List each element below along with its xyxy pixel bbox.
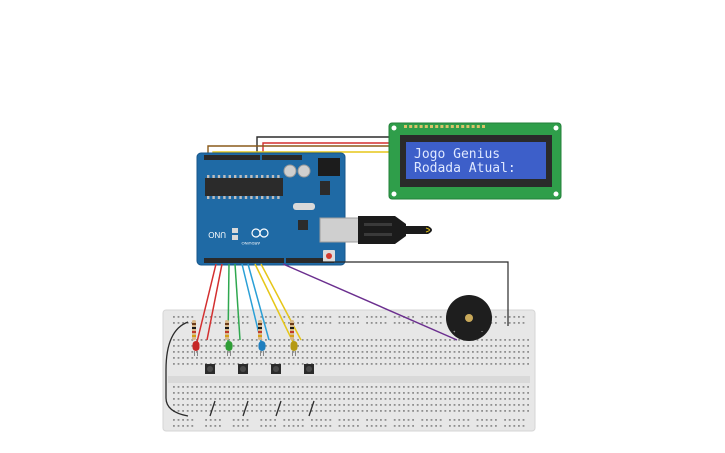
push-button-4[interactable] <box>304 364 314 374</box>
atmega-chip <box>205 178 283 196</box>
wire-purple-buzzer <box>282 263 458 341</box>
arduino-infinity-logo <box>251 228 269 238</box>
lcd-line-2: Rodada Atual: <box>414 161 516 176</box>
wire-red-1 <box>196 263 217 343</box>
resistor <box>290 320 294 340</box>
wire-blue-1 <box>241 263 262 343</box>
lcd-header-pins <box>404 125 485 128</box>
arduino-brand: ARDUINO <box>242 241 260 246</box>
led-wires <box>165 261 509 417</box>
button-jumpers <box>209 400 315 417</box>
wire-red-2 <box>206 263 223 341</box>
push-button-1[interactable] <box>205 364 215 374</box>
wire-black-lcd <box>256 136 392 158</box>
breadboard-holes <box>173 316 529 427</box>
wire-green-2 <box>234 263 241 341</box>
led-blue[interactable] <box>258 341 266 356</box>
led-red[interactable] <box>192 341 200 356</box>
wire-yellow-2 <box>260 263 302 341</box>
usb-cable <box>319 216 432 244</box>
push-button-3[interactable] <box>271 364 281 374</box>
lcd-line-1: Jogo Genius <box>414 147 500 162</box>
wire-black-rail <box>165 321 189 417</box>
piezo-buzzer[interactable]: + − <box>446 295 492 341</box>
uno-label: UNO <box>208 230 226 239</box>
arduino-uno-board[interactable]: UNO ARDUINO <box>196 152 346 266</box>
chip-legs <box>207 175 280 199</box>
leds <box>192 341 298 356</box>
led-yellow[interactable] <box>290 341 298 356</box>
breadboard[interactable] <box>162 309 536 432</box>
resistors <box>192 320 294 340</box>
buzzer-minus: − <box>481 329 484 334</box>
buzzer-plus: + <box>453 329 456 334</box>
push-button-2[interactable] <box>238 364 248 374</box>
resistor <box>225 320 229 340</box>
wire-yellow-1 <box>254 263 294 343</box>
wire-blue-2 <box>247 263 270 341</box>
lcd-screen <box>406 142 546 179</box>
led-green[interactable] <box>225 341 233 356</box>
push-buttons <box>205 364 314 374</box>
lcd-module[interactable]: Jogo Genius Rodada Atual: <box>388 122 562 200</box>
wire-black-buzzer <box>288 261 509 326</box>
resistor <box>258 320 262 340</box>
resistor <box>192 320 196 340</box>
